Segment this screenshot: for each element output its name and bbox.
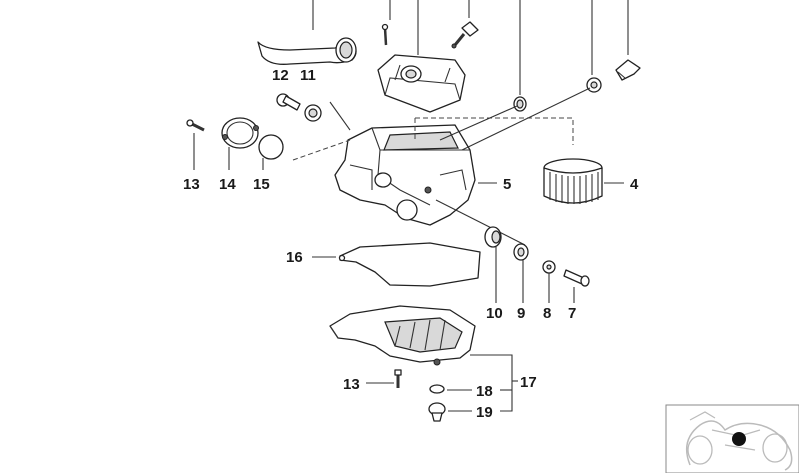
- spacer-11: [304, 104, 322, 122]
- screw-13-left: [186, 119, 205, 132]
- locator-thumbnail[interactable]: [665, 404, 799, 473]
- locator-marker: [732, 432, 746, 446]
- callout-7: 7: [568, 305, 576, 322]
- grommet-top: [513, 96, 527, 112]
- rubber-bushing-10: [484, 226, 502, 248]
- motorcycle-locator-icon: [685, 411, 793, 471]
- callout-10: 10: [486, 305, 503, 322]
- alignment-lines: [292, 87, 591, 246]
- callout-labels: 4 5 7 8 9 10 11 12 13 13 14 15 16 17 18 …: [183, 67, 639, 421]
- callout-11: 11: [300, 67, 316, 84]
- callout-14: 14: [219, 176, 236, 193]
- top-leader-lines: [312, 0, 629, 95]
- intake-snorkel: [257, 37, 357, 65]
- bolt-7: [563, 269, 590, 287]
- callout-17: 17: [520, 374, 537, 391]
- gasket-16: [338, 242, 481, 287]
- callout-15: 15: [253, 176, 270, 193]
- callout-9: 9: [517, 305, 525, 322]
- callout-18: 18: [476, 383, 493, 400]
- lower-tray-17: [329, 305, 476, 366]
- callout-16: 16: [286, 249, 303, 266]
- oring-15: [258, 134, 284, 160]
- callout-12: 12: [272, 67, 289, 84]
- top-screw: [381, 23, 389, 46]
- airbox-lid: [377, 54, 466, 113]
- airbox-housing: [334, 124, 476, 226]
- grommet-right: [586, 77, 602, 93]
- oring-18: [429, 384, 445, 394]
- callout-13-left: 13: [183, 176, 200, 193]
- drain-plug-19: [428, 402, 446, 422]
- callout-leaders: [193, 133, 624, 412]
- air-filter-4: [543, 158, 603, 204]
- callout-8: 8: [543, 305, 551, 322]
- sensor: [451, 21, 479, 49]
- washer-8: [542, 260, 556, 274]
- callout-4: 4: [630, 176, 639, 193]
- callout-5: 5: [503, 176, 511, 193]
- callout-19: 19: [476, 404, 493, 421]
- hose-nipple: [615, 59, 641, 81]
- bolt-12: [276, 93, 301, 111]
- screw-13-bottom: [394, 369, 402, 388]
- callout-13-bottom: 13: [343, 376, 360, 393]
- cover-14: [221, 117, 259, 149]
- sleeve-9: [513, 243, 529, 261]
